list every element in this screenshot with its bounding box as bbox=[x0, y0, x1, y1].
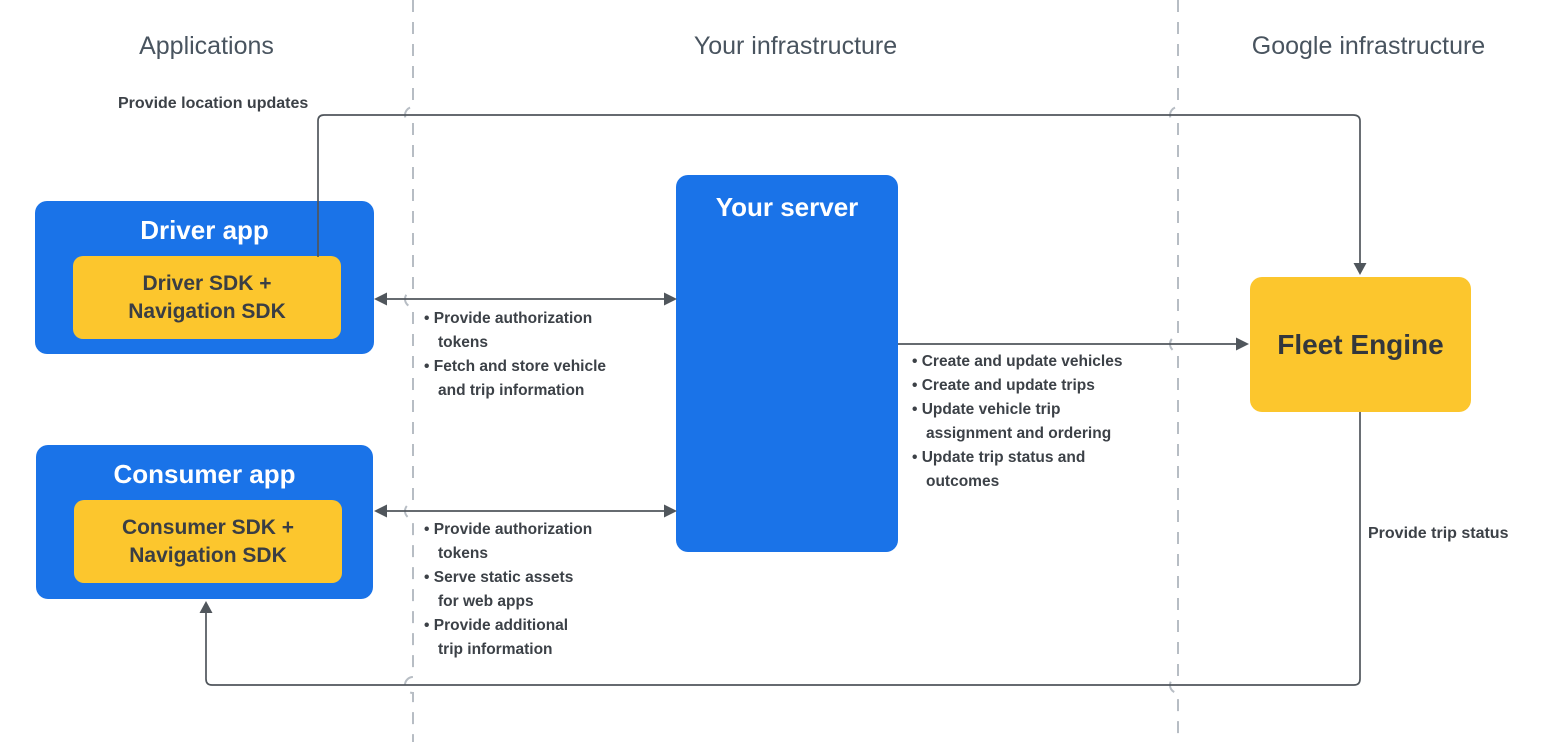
bullet-list-driver-server: Provide authorization tokensFetch and st… bbox=[424, 307, 654, 403]
driver-app-title: Driver app bbox=[140, 215, 269, 245]
column-header-google-infrastructure: Google infrastructure bbox=[1251, 32, 1486, 60]
bullet-list-server-fleet: Create and update vehiclesCreate and upd… bbox=[912, 350, 1182, 494]
consumer-app-title: Consumer app bbox=[113, 459, 296, 489]
bullet-item: Provide authorization tokens bbox=[424, 518, 654, 566]
consumer-app-box: Consumer app Consumer SDK + Navigation S… bbox=[36, 445, 373, 599]
fleet-engine-box: Fleet Engine bbox=[1250, 277, 1471, 412]
arrowhead-into-consumer-bottom bbox=[199, 601, 213, 613]
bullet-item: Create and update vehicles bbox=[912, 350, 1182, 374]
arrowhead-into-consumer-right bbox=[374, 504, 387, 518]
arrowhead-into-fleet-top bbox=[1353, 263, 1367, 275]
label-provide-trip-status: Provide trip status bbox=[1368, 525, 1509, 542]
label-provide-location-updates: Provide location updates bbox=[118, 95, 309, 112]
divider-applications-infrastructure bbox=[404, 0, 414, 742]
bullet-item: Fetch and store vehicle and trip informa… bbox=[424, 355, 654, 403]
bullet-list-consumer-server: Provide authorization tokensServe static… bbox=[424, 518, 654, 662]
bullet-item: Update vehicle trip assignment and order… bbox=[912, 398, 1182, 446]
arrowhead-into-driver bbox=[374, 292, 387, 306]
bullet-item: Update trip status and outcomes bbox=[912, 446, 1182, 494]
bullet-item: Provide additional trip information bbox=[424, 614, 654, 662]
bullet-item: Serve static assets for web apps bbox=[424, 566, 654, 614]
your-server-box: Your server bbox=[676, 175, 898, 552]
consumer-sdk-box: Consumer SDK + Navigation SDK bbox=[74, 500, 342, 583]
column-header-applications: Applications bbox=[139, 32, 274, 60]
bullet-item: Create and update trips bbox=[912, 374, 1182, 398]
driver-app-box: Driver app Driver SDK + Navigation SDK bbox=[35, 201, 374, 354]
bullet-item: Provide authorization tokens bbox=[424, 307, 654, 355]
column-header-your-infrastructure: Your infrastructure bbox=[693, 32, 898, 60]
your-server-title: Your server bbox=[715, 192, 859, 222]
driver-sdk-box: Driver SDK + Navigation SDK bbox=[73, 256, 341, 339]
arrowhead-into-fleet-left bbox=[1236, 337, 1249, 351]
